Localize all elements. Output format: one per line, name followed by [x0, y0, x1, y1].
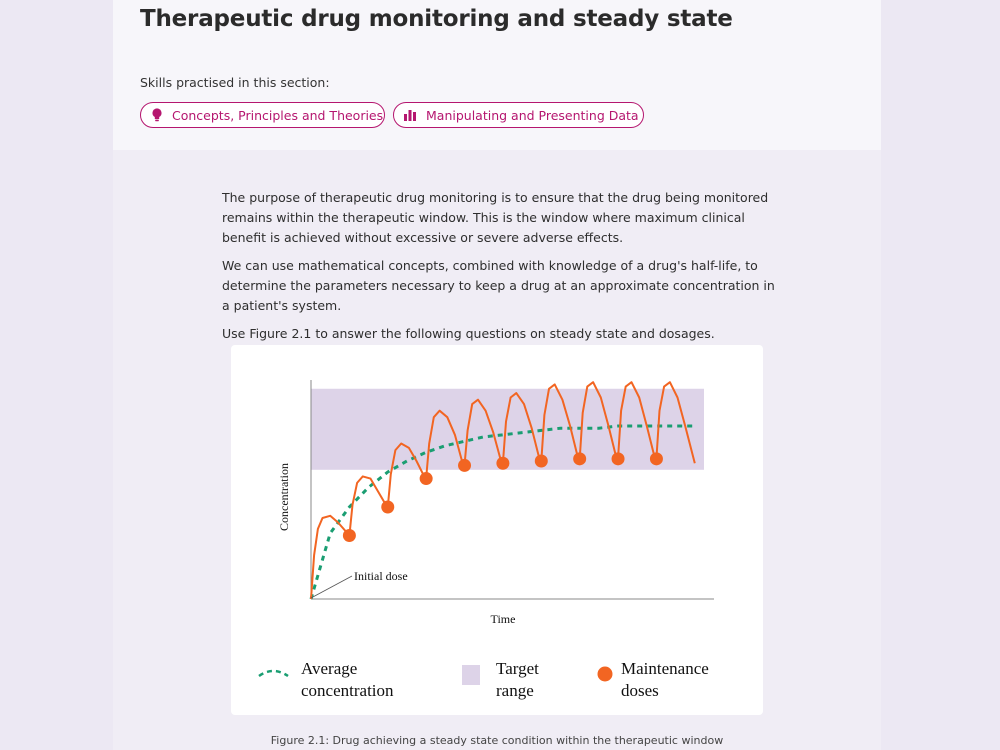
skills-label: Skills practised in this section: [140, 75, 330, 90]
skill-tag-label: Concepts, Principles and Theories [172, 107, 384, 123]
x-axis-label: Time [491, 612, 516, 626]
maintenance-dose-point [342, 528, 356, 542]
target-range-band [311, 388, 704, 470]
paragraph: Use Figure 2.1 to answer the following q… [222, 326, 715, 341]
paragraph: We can use mathematical concepts, combin… [222, 258, 775, 313]
legend-dashed-line [258, 669, 289, 678]
intro-text: The purpose of therapeutic drug monitori… [222, 188, 777, 352]
maintenance-dose-markers [342, 452, 663, 542]
annotation-label: Initial dose [354, 569, 408, 583]
page-container: Therapeutic drug monitoring and steady s… [113, 0, 881, 750]
legend-label-average: Average concentration [301, 659, 394, 700]
chart-legend: Average concentration Target range Maint… [258, 659, 713, 700]
skill-tag-concepts[interactable]: Concepts, Principles and Theories [140, 102, 385, 128]
maintenance-dose-point [381, 500, 395, 514]
annotation-leader-line [310, 575, 353, 599]
section-header: Therapeutic drug monitoring and steady s… [113, 0, 881, 150]
page-title: Therapeutic drug monitoring and steady s… [140, 6, 733, 32]
legend-circle [597, 666, 613, 682]
steady-state-chart: Initial dose Time Concentration Average … [258, 380, 714, 700]
legend-square [462, 665, 480, 685]
maintenance-dose-point [496, 456, 510, 470]
figure-caption: Figure 2.1: Drug achieving a steady stat… [270, 734, 724, 747]
maintenance-dose-point [649, 452, 663, 466]
skill-tag-data[interactable]: Manipulating and Presenting Data [393, 102, 644, 128]
lightbulb-icon [152, 108, 162, 122]
maintenance-dose-point [573, 452, 587, 466]
maintenance-dose-point [534, 454, 548, 468]
figure-card: Initial dose Time Concentration Average … [231, 345, 763, 715]
average-concentration-line [309, 424, 695, 600]
maintenance-dose-point [419, 472, 433, 486]
maintenance-dose-point [458, 458, 472, 472]
paragraph: The purpose of therapeutic drug monitori… [222, 190, 769, 245]
legend-label-target: Target range [496, 659, 543, 700]
bar-chart-icon [404, 110, 416, 121]
maintenance-dose-point [611, 452, 625, 466]
y-axis-label: Concentration [277, 463, 291, 531]
skill-tag-label: Manipulating and Presenting Data [426, 107, 639, 123]
legend-label-doses: Maintenance doses [621, 659, 713, 700]
